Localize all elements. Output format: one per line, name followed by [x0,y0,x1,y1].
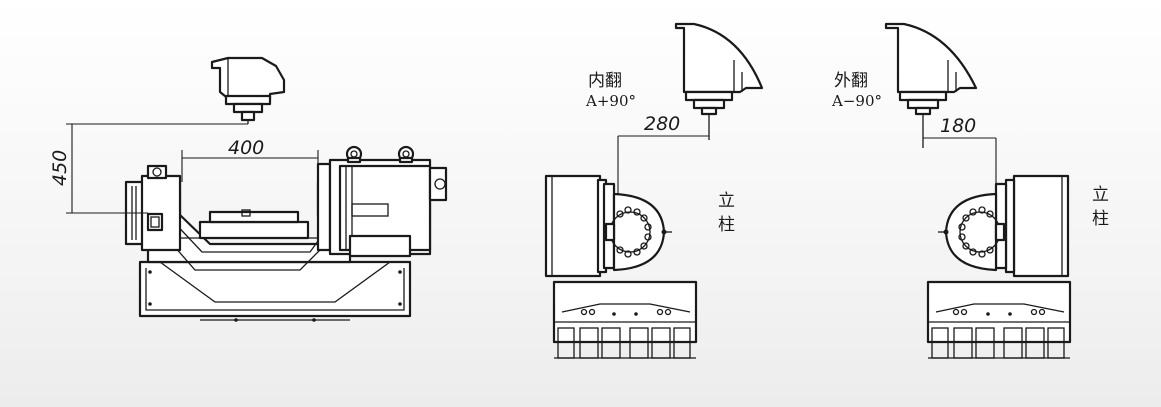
left-cradle [146,180,352,271]
dimension-450: 450 [49,123,248,214]
column-label-inner: 立 柱 [718,191,735,235]
column-label-outer: 立 柱 [1092,185,1109,229]
dimension-280: 280 [617,113,709,198]
middle-tilted-table [544,174,672,278]
dimension-180: 180 [923,115,997,198]
column-label-outer-char1: 立 [1092,185,1109,205]
right-bolt-circle [958,206,994,258]
inner-flip-label: 内翻 [588,71,622,91]
right-view: 180 [831,22,1109,359]
dimension-400: 400 [181,137,319,182]
outer-angle-label: A−90° [831,92,882,110]
middle-bolt-circle [616,206,652,258]
dimension-280-label: 280 [644,113,680,135]
left-view: 450 400 [49,56,448,322]
column-label-inner-char1: 立 [718,191,735,211]
left-base [138,260,412,322]
right-spindle-head [884,22,978,148]
left-spindle-head [210,56,286,124]
middle-base-ribs [554,327,696,359]
right-base [926,280,1072,359]
middle-spindle-head [674,22,764,140]
right-base-ribs [928,327,1070,359]
left-motor-housing [316,145,448,258]
dimension-180-label: 180 [940,115,976,137]
middle-view: 280 [544,22,764,359]
inner-angle-label: A+90° [585,92,636,110]
outer-flip-label: 外翻 [834,71,868,91]
dimension-400-label: 400 [228,137,264,159]
middle-base [552,280,698,359]
right-tilted-table [938,174,1070,278]
column-label-inner-char2: 柱 [718,215,735,235]
dimension-450-label: 450 [49,150,71,186]
left-bearing-housing [124,164,182,252]
column-label-outer-char2: 柱 [1092,209,1109,229]
